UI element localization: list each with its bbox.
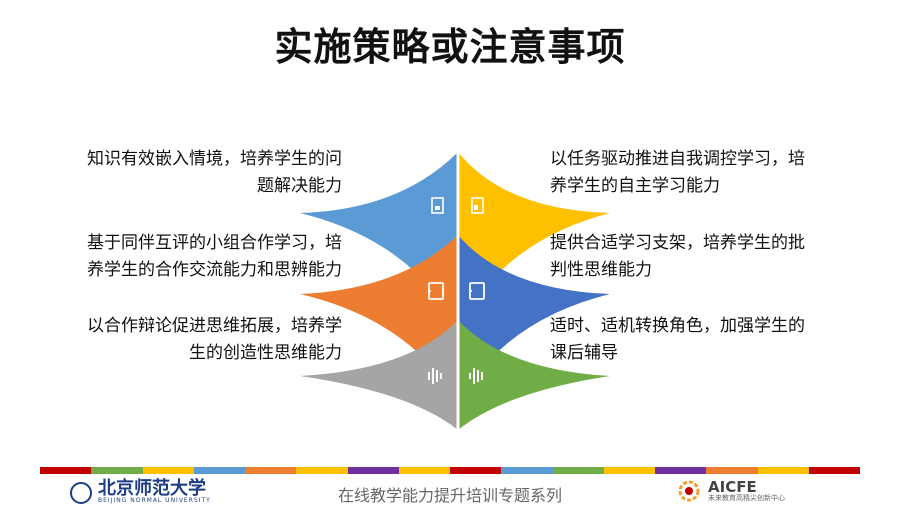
band-segment [603, 467, 655, 474]
band-segment [450, 467, 502, 474]
band-segment [91, 467, 143, 474]
left-item-2: 基于同伴互评的小组合作学习，培 养学生的合作交流能力和思辨能力 [87, 233, 342, 280]
left-top-wing [300, 152, 458, 327]
image-document-icon [471, 197, 484, 214]
page-title: 实施策略或注意事项 [274, 25, 626, 69]
audio-wave-icon [428, 368, 442, 384]
band-segment [808, 467, 860, 474]
band-segment [398, 467, 450, 474]
footer-color-band [40, 467, 860, 474]
left-item-1: 知识有效嵌入情境，培养学生的问 题解决能力 [87, 149, 342, 196]
phone-icon [428, 282, 444, 300]
left-item-3: 以合作辩论促进思维拓展，培养学 生的创造性思维能力 [87, 316, 342, 363]
document-icon [431, 197, 444, 214]
right-item-2: 提供合适学习支架，培养学生的批 判性思维能力 [550, 233, 805, 280]
band-segment [296, 467, 348, 474]
phone-icon [469, 282, 485, 300]
aicfe-logo: AICFE 未来教育高精尖创新中心 [676, 480, 785, 502]
left-mid-wing [300, 235, 458, 402]
left-bottom-wing [300, 320, 458, 430]
audio-wave-icon [469, 368, 483, 384]
right-bottom-wing [458, 320, 610, 430]
bnu-logo: 北京师范大学 BEIJING NORMAL UNIVERSITY [70, 480, 211, 504]
band-segment [706, 467, 758, 474]
band-segment [142, 467, 194, 474]
right-item-1: 以任务驱动推进自我调控学习，培 养学生的自主学习能力 [550, 149, 805, 196]
right-mid-wing [458, 235, 610, 402]
aicfe-mark-icon [678, 480, 700, 502]
university-seal-icon [70, 481, 92, 504]
right-top-wing [458, 152, 610, 327]
band-segment [245, 467, 297, 474]
band-segment [501, 467, 553, 474]
band-segment [552, 467, 604, 474]
band-segment [757, 467, 809, 474]
band-segment [193, 467, 245, 474]
band-segment [347, 467, 399, 474]
right-item-3: 适时、适机转换角色，加强学生的 课后辅导 [550, 316, 805, 363]
band-segment [655, 467, 707, 474]
band-segment [40, 467, 92, 474]
series-title: 在线教学能力提升培训专题系列 [337, 486, 562, 505]
